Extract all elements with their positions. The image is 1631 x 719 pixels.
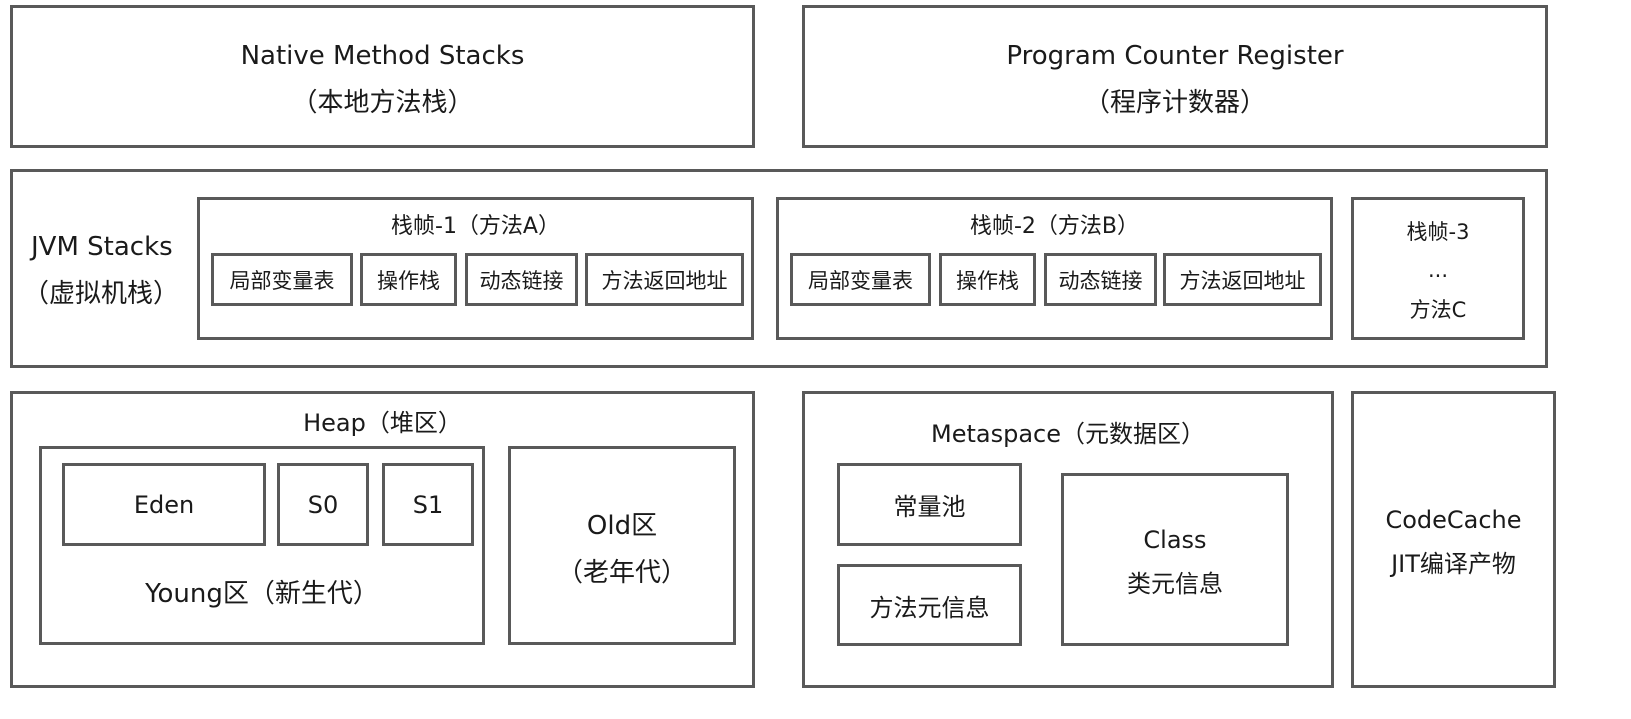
frame2-dynamic-linking: 动态链接 <box>1044 253 1157 306</box>
frame2-local-variables: 局部变量表 <box>790 253 931 306</box>
program-counter-register-box: Program Counter Register （程序计数器） <box>802 5 1548 148</box>
native-method-stacks-box: Native Method Stacks （本地方法栈） <box>10 5 755 148</box>
stack-frame-2: 栈帧-2（方法B） <box>776 197 1333 340</box>
constant-pool: 常量池 <box>837 463 1022 546</box>
stack-frame-3-method: 方法C <box>1409 298 1467 322</box>
stack-frame-1-title: 栈帧-1（方法A） <box>391 214 560 239</box>
frame1-local-variables: 局部变量表 <box>211 253 353 306</box>
frame1-dynamic-linking: 动态链接 <box>465 253 578 306</box>
stack-frame-3: 栈帧-3 ... 方法C <box>1351 197 1525 340</box>
program-counter-register-subtitle: （程序计数器） <box>1083 88 1266 118</box>
code-cache-title: CodeCache <box>1385 506 1522 534</box>
class-metadata-subtitle: 类元信息 <box>1127 570 1223 598</box>
frame1-return-address: 方法返回地址 <box>585 253 744 306</box>
eden-space: Eden <box>62 463 266 546</box>
stack-frame-3-title: 栈帧-3 <box>1406 220 1470 244</box>
stack-frame-3-ellipsis: ... <box>1427 258 1449 282</box>
young-generation-label: Young区（新生代） <box>145 579 379 609</box>
survivor-s0: S0 <box>277 463 369 546</box>
jvm-stacks-title: JVM Stacks <box>31 232 173 262</box>
jvm-stacks-subtitle: （虚拟机栈） <box>23 279 180 309</box>
class-metadata-title: Class <box>1143 526 1207 554</box>
old-generation-subtitle: （老年代） <box>556 558 687 588</box>
code-cache-box: CodeCache JIT编译产物 <box>1351 391 1556 688</box>
native-method-stacks-subtitle: （本地方法栈） <box>291 88 474 118</box>
metaspace-title: Metaspace（元数据区） <box>931 420 1205 448</box>
old-generation-box: Old区 （老年代） <box>508 446 736 645</box>
old-generation-title: Old区 <box>586 511 658 541</box>
stack-frame-1: 栈帧-1（方法A） <box>197 197 754 340</box>
method-metadata: 方法元信息 <box>837 564 1022 646</box>
stack-frame-2-title: 栈帧-2（方法B） <box>969 214 1140 239</box>
class-metadata-box: Class 类元信息 <box>1061 473 1289 646</box>
frame2-return-address: 方法返回地址 <box>1163 253 1322 306</box>
program-counter-register-title: Program Counter Register <box>1006 41 1344 71</box>
frame1-operand-stack: 操作栈 <box>360 253 457 306</box>
heap-title: Heap（堆区） <box>303 409 462 437</box>
survivor-s1: S1 <box>382 463 474 546</box>
code-cache-subtitle: JIT编译产物 <box>1391 550 1516 578</box>
native-method-stacks-title: Native Method Stacks <box>240 41 525 71</box>
frame2-operand-stack: 操作栈 <box>939 253 1036 306</box>
